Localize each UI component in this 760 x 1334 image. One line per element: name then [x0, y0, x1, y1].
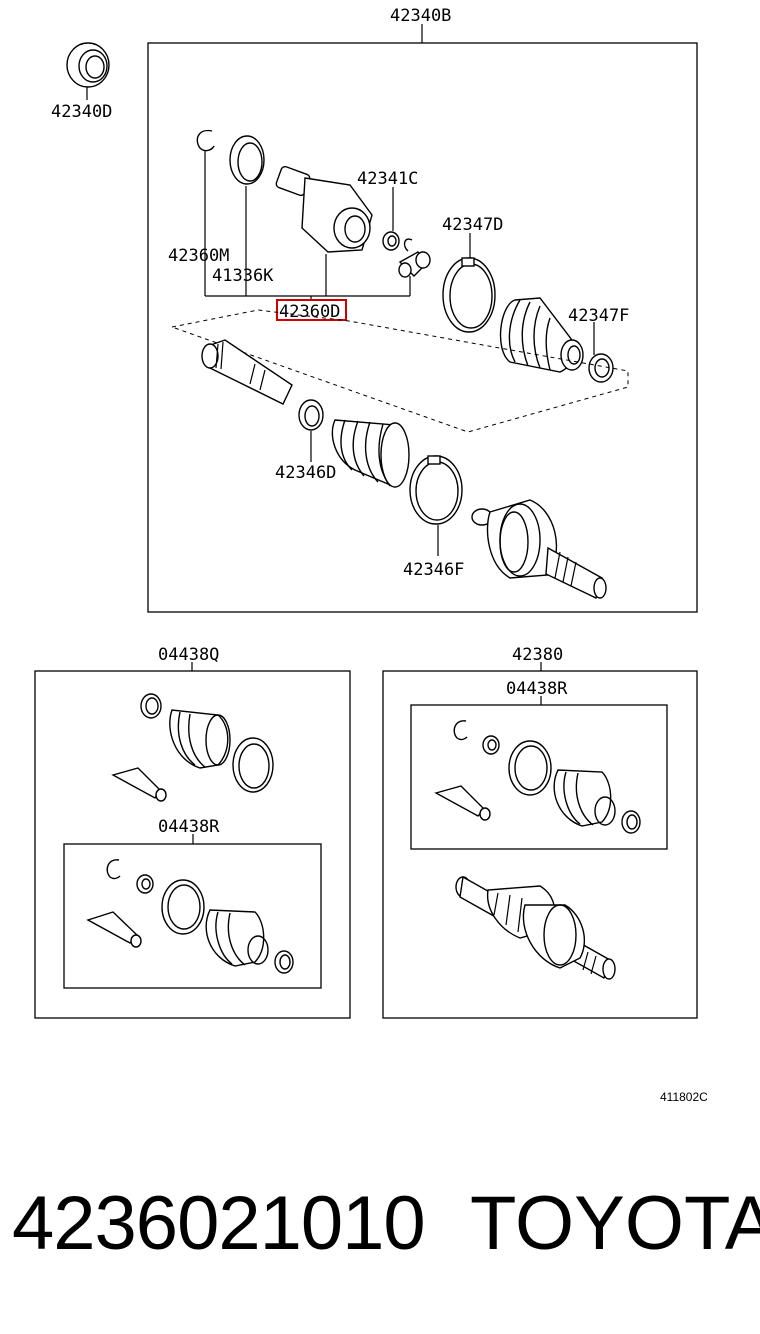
- kit-04438R-right-frame: [410, 704, 668, 850]
- boot-42347F-part: [499, 297, 614, 383]
- label-42360M[interactable]: 42360M: [168, 246, 229, 266]
- label-42346D[interactable]: 42346D: [275, 463, 336, 483]
- inner-joint-housing-part: [275, 165, 373, 253]
- label-42360D[interactable]: 42360D: [279, 302, 340, 322]
- outer-boot-part: [331, 419, 410, 488]
- label-42340B[interactable]: 42340B: [390, 6, 451, 26]
- highlight-box-42360D: [276, 299, 347, 321]
- main-assembly-frame: [147, 42, 698, 613]
- ring-42341C-part: [382, 231, 400, 251]
- label-42347D[interactable]: 42347D: [442, 215, 503, 235]
- kit-04438R-left-parts: [86, 859, 294, 974]
- clamp-42347D-part: [442, 257, 496, 333]
- clamp-42346D-part: [298, 399, 324, 431]
- label-42347F[interactable]: 42347F: [568, 306, 629, 326]
- kit-04438R-right-parts: [434, 720, 641, 834]
- outer-joint-part: [471, 499, 607, 599]
- part-number: 4236021010: [12, 1181, 426, 1266]
- tripod-part: [398, 238, 431, 278]
- bearing-seal-part: [229, 135, 265, 185]
- snap-ring-part: [196, 129, 215, 152]
- label-41336K[interactable]: 41336K: [212, 266, 274, 286]
- label-42341C[interactable]: 42341C: [357, 169, 418, 189]
- shaft-42380-part: [455, 875, 616, 980]
- label-42346F[interactable]: 42346F: [403, 560, 464, 580]
- label-04438R-left[interactable]: 04438R: [158, 817, 220, 837]
- drawing-code: 411802C: [660, 1090, 708, 1104]
- kit-04438Q-parts: [111, 693, 274, 802]
- seal-42340D-part: [66, 42, 110, 88]
- drive-shaft-part: [201, 339, 293, 405]
- clamp-42346F-part: [409, 455, 463, 525]
- label-42340D[interactable]: 42340D: [51, 102, 112, 122]
- label-42380[interactable]: 42380: [512, 645, 563, 665]
- shaft-42380-frame: [382, 670, 698, 1019]
- label-04438R-right[interactable]: 04438R: [506, 679, 568, 699]
- label-04438Q[interactable]: 04438Q: [158, 645, 219, 665]
- brand-name: TOYOTA: [470, 1181, 760, 1266]
- footer: 4236021010 TOYOTA: [0, 1180, 760, 1290]
